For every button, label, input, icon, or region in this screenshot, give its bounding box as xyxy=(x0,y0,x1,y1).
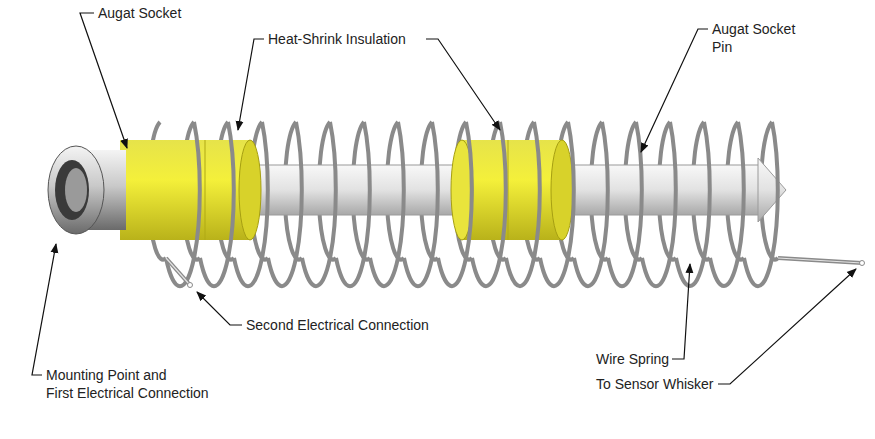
spring-front xyxy=(166,122,862,286)
part-label: Wire Spring xyxy=(596,350,669,368)
wire-end xyxy=(860,261,865,266)
wire-end xyxy=(188,283,193,288)
part-label: Heat-Shrink Insulation xyxy=(268,30,406,48)
spring-highlight xyxy=(166,258,862,285)
leader-lines xyxy=(32,13,856,384)
part-label: Augat Socket Pin xyxy=(712,20,816,56)
augat-socket xyxy=(48,146,126,234)
part-label: Second Electrical Connection xyxy=(246,316,429,334)
part-label: Augat Socket xyxy=(98,4,181,22)
part-label: Mounting Point and First Electrical Conn… xyxy=(46,366,278,402)
part-label: To Sensor Whisker xyxy=(596,375,713,393)
